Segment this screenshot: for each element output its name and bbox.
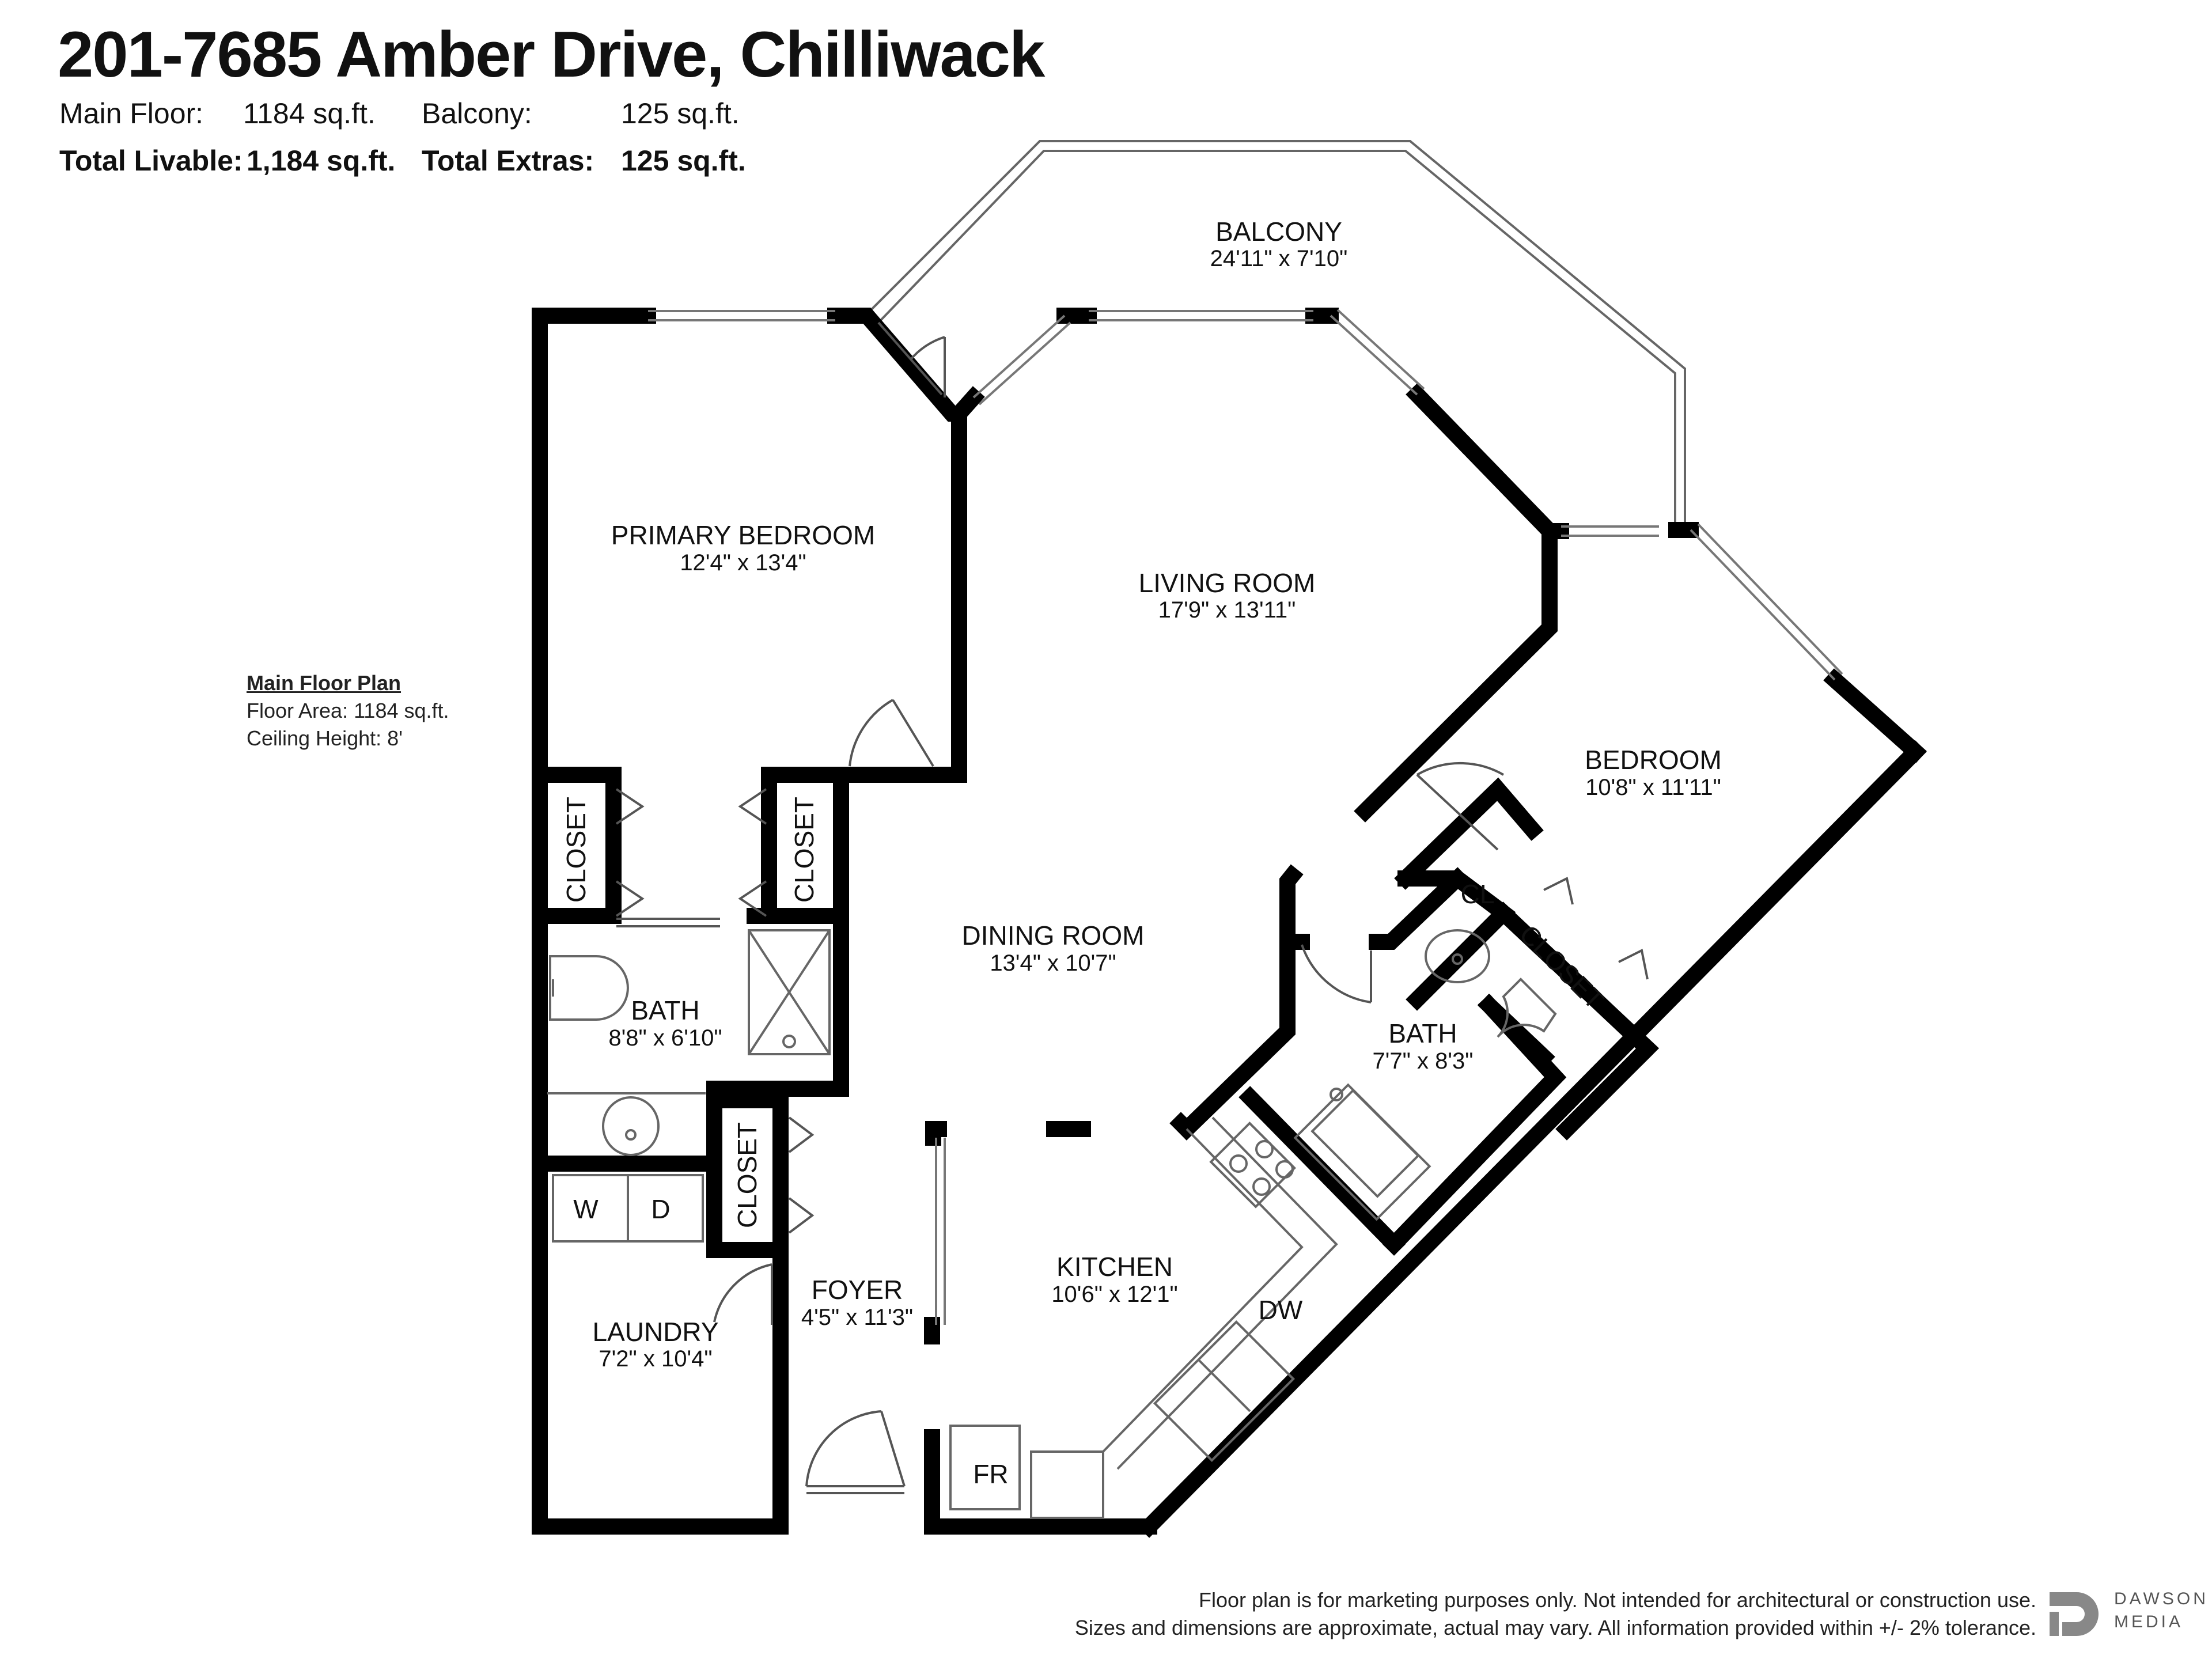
closet-bedroom-label: CLOSET xyxy=(1514,919,1610,1015)
dawson-logo-icon xyxy=(2050,1592,2099,1636)
doors xyxy=(713,321,1504,1494)
balcony-name: BALCONY xyxy=(1215,217,1342,247)
dishwasher-label: DW xyxy=(1259,1295,1303,1325)
dining-room-dims: 13'4" x 10'7" xyxy=(990,950,1116,976)
bath2-name: BATH xyxy=(1388,1018,1457,1048)
washer-dryer xyxy=(552,1174,704,1243)
cl-label: CL xyxy=(1461,879,1495,909)
logo-line2: MEDIA xyxy=(2114,1612,2184,1631)
bedroom-dims: 10'8" x 11'11" xyxy=(1585,775,1721,800)
walls xyxy=(532,308,1927,1538)
bath2-fixtures xyxy=(1293,929,1557,1221)
foyer-dims: 4'5" x 11'3" xyxy=(801,1305,913,1330)
total-livable-value: 1,184 sq.ft. xyxy=(247,145,396,177)
closet-right-label: CLOSET xyxy=(789,797,819,903)
closet-doors xyxy=(615,788,1649,1234)
plan-ceiling-height: Ceiling Height: 8' xyxy=(247,726,403,750)
total-extras-label: Total Extras: xyxy=(422,145,594,177)
balcony-dims: 24'11" x 7'10" xyxy=(1210,246,1348,271)
foyer-name: FOYER xyxy=(812,1275,903,1305)
laundry-name: LAUNDRY xyxy=(593,1317,719,1347)
bedroom-name: BEDROOM xyxy=(1585,745,1722,775)
fridge-label: FR xyxy=(973,1459,1008,1489)
dining-room-name: DINING ROOM xyxy=(962,921,1145,950)
dryer-label: D xyxy=(651,1194,670,1224)
bath1-dims: 8'8" x 6'10" xyxy=(608,1025,722,1051)
primary-bedroom-name: PRIMARY BEDROOM xyxy=(611,520,875,550)
dawson-media-logo: DAWSON MEDIA xyxy=(2045,1584,2206,1642)
disclaimer-line2: Sizes and dimensions are approximate, ac… xyxy=(1074,1616,2036,1639)
primary-bedroom-dims: 12'4" x 13'4" xyxy=(680,550,806,575)
total-livable-label: Total Livable: xyxy=(59,145,243,177)
main-floor-value: 1184 sq.ft. xyxy=(243,97,376,130)
page-title: 201-7685 Amber Drive, Chilliwack xyxy=(58,18,1045,90)
main-floor-label: Main Floor: xyxy=(59,97,204,130)
total-extras-value: 125 sq.ft. xyxy=(621,145,746,177)
disclaimer-line1: Floor plan is for marketing purposes onl… xyxy=(1198,1588,2036,1612)
balcony-outline xyxy=(866,140,1686,524)
bath1-fixtures xyxy=(547,929,831,1156)
balcony-value: 125 sq.ft. xyxy=(621,97,740,130)
disclaimer: Floor plan is for marketing purposes onl… xyxy=(1075,1586,2036,1642)
living-room-dims: 17'9" x 13'11" xyxy=(1158,597,1296,623)
plan-heading: Main Floor Plan xyxy=(247,671,402,695)
bath1-name: BATH xyxy=(631,995,699,1025)
bath2-dims: 7'7" x 8'3" xyxy=(1373,1048,1474,1074)
windows xyxy=(648,309,1843,1325)
plan-info: Main Floor Plan Floor Area: 1184 sq.ft. … xyxy=(247,669,449,752)
living-room-name: LIVING ROOM xyxy=(1139,568,1316,598)
logo-line1: DAWSON xyxy=(2114,1589,2209,1608)
balcony-label: Balcony: xyxy=(422,97,532,130)
kitchen-dims: 10'6" x 12'1" xyxy=(1051,1282,1177,1307)
washer-label: W xyxy=(573,1194,599,1224)
closet-left-label: CLOSET xyxy=(561,797,591,903)
closet-foyer-label: CLOSET xyxy=(732,1122,762,1228)
laundry-dims: 7'2" x 10'4" xyxy=(599,1346,712,1372)
kitchen-fixtures xyxy=(949,1116,1338,1519)
plan-floor-area: Floor Area: 1184 sq.ft. xyxy=(247,699,449,722)
kitchen-name: KITCHEN xyxy=(1056,1252,1173,1282)
